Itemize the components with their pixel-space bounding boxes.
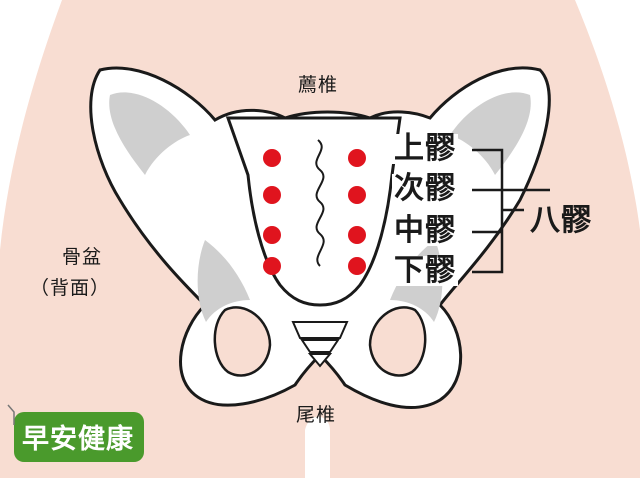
acupoint-left-second (263, 186, 281, 204)
right-obturator (368, 306, 427, 377)
acupoint-right-lower (348, 257, 366, 275)
coccyx-label: 尾椎 (296, 404, 337, 426)
left-ischium-shadow (197, 240, 250, 322)
lower-liao-label: 下髎 (392, 253, 458, 288)
logo: 早安健康 (8, 408, 146, 464)
acupoint-right-second (348, 186, 366, 204)
pelvis-label: 骨盆 (62, 246, 103, 268)
bracket-lines (472, 148, 550, 274)
acupoint-right-upper (348, 149, 366, 167)
middle-liao-label: 中髎 (392, 213, 458, 248)
sacral-crest (315, 139, 325, 267)
right-iliac-shadow (450, 92, 531, 175)
sacrum-label: 薦椎 (298, 74, 339, 96)
second-liao-label: 次髎 (392, 171, 458, 206)
eight-liao-label: 八髎 (530, 203, 592, 238)
acupoint-right-middle (348, 226, 366, 244)
left-iliac-shadow (109, 92, 190, 175)
logo-text: 早安健康 (22, 424, 134, 455)
upper-liao-label: 上髎 (392, 131, 458, 166)
logo-badge (7, 404, 144, 462)
acupoint-left-upper (263, 149, 281, 167)
acupoint-left-lower (263, 257, 281, 275)
pelvis-view-label: （背面） (30, 277, 111, 299)
coccyx-bone (291, 321, 349, 368)
acupoint-left-middle (263, 226, 281, 244)
left-obturator (213, 306, 272, 377)
